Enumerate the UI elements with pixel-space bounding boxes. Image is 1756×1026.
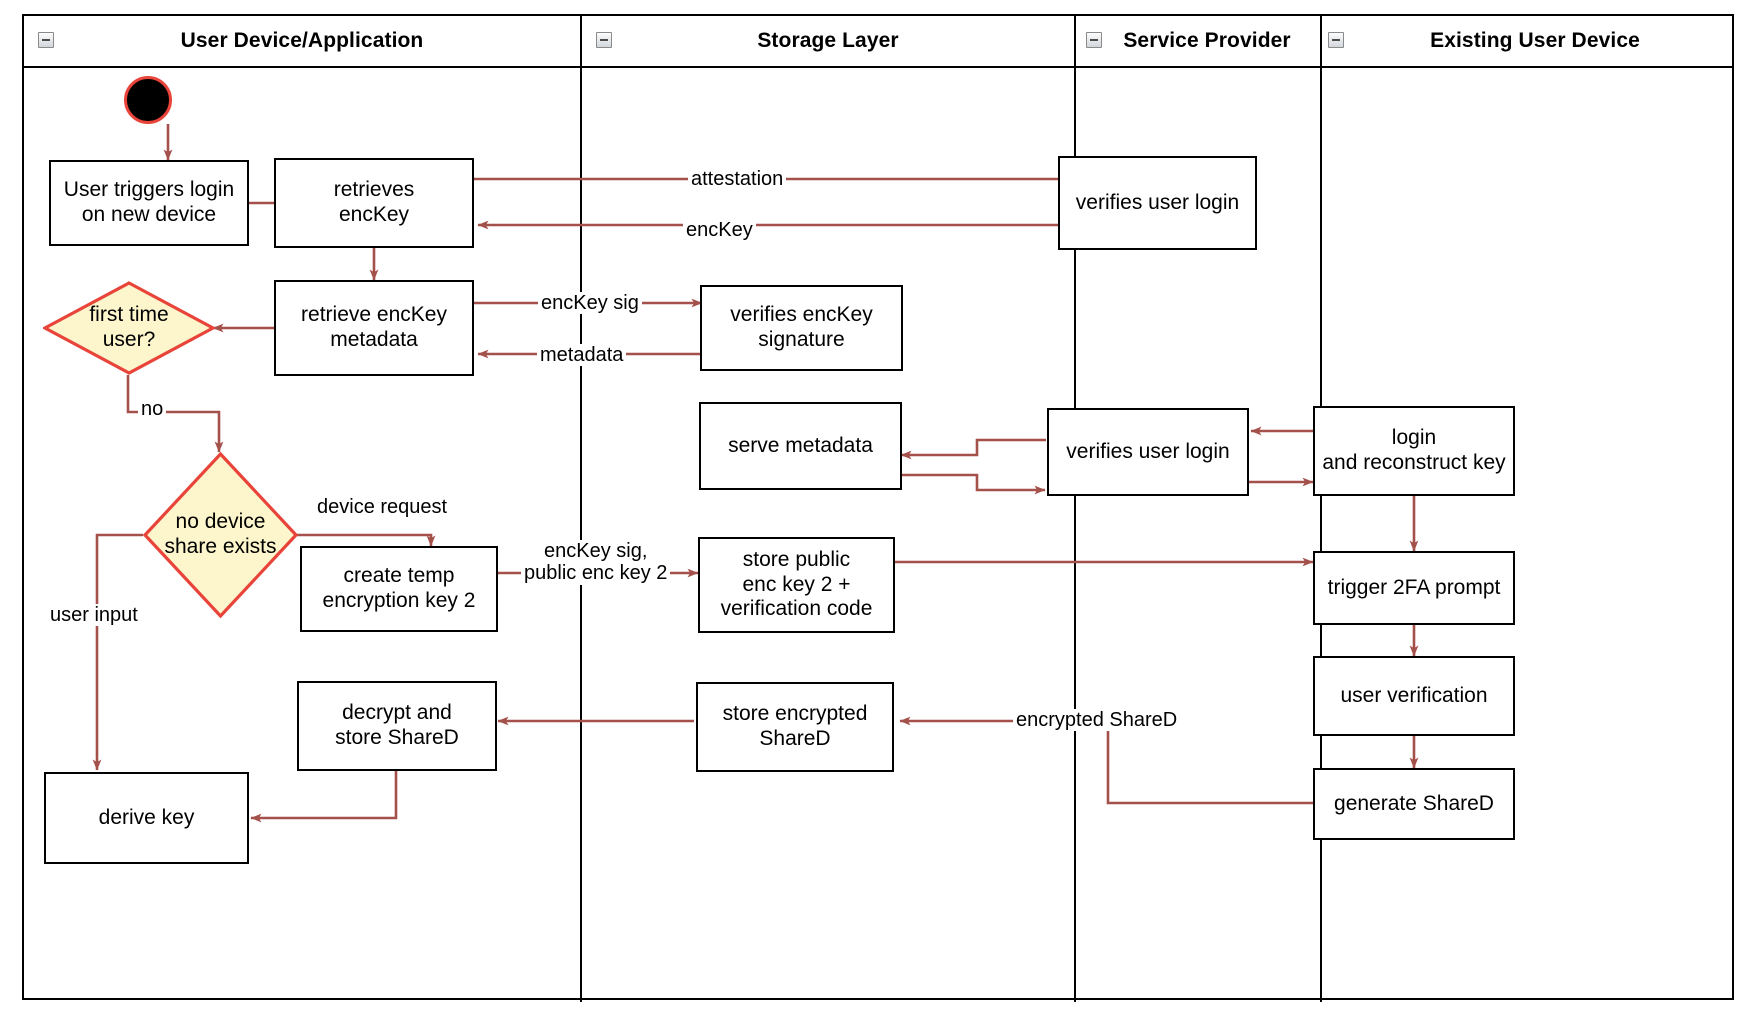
node-store-encrypted[interactable]: store encrypted ShareD (696, 682, 894, 772)
node-verifies-enckey-sig[interactable]: verifies encKey signature (700, 285, 903, 371)
node-label-verifies-enckey-sig: verifies encKey signature (730, 303, 873, 351)
node-user-verification[interactable]: user verification (1313, 656, 1515, 736)
node-store-public-key[interactable]: store public enc key 2 + verification co… (698, 537, 895, 633)
lane-header-existing-user-device[interactable]: Existing User Device (1322, 16, 1732, 66)
decision-shape-no-device-share (143, 452, 298, 618)
edge-label-enckey-sig-pubkey: encKey sig, public enc key 2 (521, 540, 671, 585)
node-user-triggers-login[interactable]: User triggers login on new device (49, 160, 249, 246)
node-verifies-login-2[interactable]: verifies user login (1047, 408, 1249, 496)
edge-label-enckey-sig: encKey sig (538, 292, 642, 315)
minus-box-icon-storage-layer[interactable] (596, 32, 612, 48)
node-verifies-login-1[interactable]: verifies user login (1058, 156, 1257, 250)
node-label-user-verification: user verification (1340, 683, 1488, 707)
lane-title-existing-user-device: Existing User Device (1430, 29, 1640, 52)
edge-label-user-input: user input (47, 604, 141, 627)
lane-divider-1 (580, 16, 582, 1002)
node-label-create-temp-key: create temp encryption key 2 (322, 564, 476, 612)
node-label-generate-shared: generate ShareD (1334, 791, 1494, 815)
decision-shape-first-time-user (43, 281, 215, 375)
node-label-store-public-key: store public enc key 2 + verification co… (720, 547, 873, 621)
edge-label-no: no (138, 398, 167, 421)
node-serve-metadata[interactable]: serve metadata (699, 402, 902, 490)
node-label-retrieve-metadata: retrieve encKey metadata (301, 303, 447, 351)
node-label-user-triggers-login: User triggers login on new device (63, 178, 235, 226)
lane-header-user-device[interactable]: User Device/Application (24, 16, 580, 66)
lane-divider-3 (1320, 16, 1322, 1002)
node-decrypt-store-shared[interactable]: decrypt and store ShareD (297, 681, 497, 771)
edge-label-attestation: attestation (688, 168, 787, 191)
lane-header-storage-layer[interactable]: Storage Layer (582, 16, 1074, 66)
edge-label-metadata: metadata (537, 344, 627, 367)
node-label-verifies-login-1: verifies user login (1075, 190, 1240, 214)
node-retrieve-metadata[interactable]: retrieve encKey metadata (274, 280, 474, 376)
node-label-decrypt-store-shared: decrypt and store ShareD (335, 701, 459, 749)
node-no-device-share[interactable]: no device share exists (143, 452, 298, 618)
minus-box-icon-existing-user-device[interactable] (1328, 32, 1344, 48)
minus-box-icon-user-device[interactable] (38, 32, 54, 48)
node-first-time-user[interactable]: first time user? (43, 281, 215, 375)
minus-box-icon-service-provider[interactable] (1086, 32, 1102, 48)
lane-title-storage-layer: Storage Layer (757, 29, 899, 52)
node-generate-shared[interactable]: generate ShareD (1313, 768, 1515, 840)
edge-label-encrypted-shared: encrypted ShareD (1013, 709, 1181, 732)
edge-label-enckey: encKey (683, 219, 756, 242)
lane-header-service-provider[interactable]: Service Provider (1076, 16, 1320, 66)
node-label-login-reconstruct: login and reconstruct key (1322, 426, 1506, 474)
node-label-serve-metadata: serve metadata (728, 433, 873, 457)
lane-title-user-device: User Device/Application (180, 29, 424, 52)
node-derive-key[interactable]: derive key (44, 772, 249, 864)
node-label-trigger-2fa: trigger 2FA prompt (1327, 575, 1501, 599)
node-label-store-encrypted: store encrypted ShareD (722, 702, 868, 750)
node-create-temp-key[interactable]: create temp encryption key 2 (300, 546, 498, 632)
lane-divider-2 (1074, 16, 1076, 1002)
lane-title-service-provider: Service Provider (1123, 29, 1291, 52)
node-login-reconstruct[interactable]: login and reconstruct key (1313, 406, 1515, 496)
node-label-retrieves-enckey: retrieves encKey (333, 178, 415, 226)
node-retrieves-enckey[interactable]: retrieves encKey (274, 158, 474, 248)
edge-label-device-request: device request (314, 496, 451, 519)
node-label-verifies-login-2: verifies user login (1066, 439, 1230, 463)
start-node[interactable] (124, 76, 172, 124)
header-separator (24, 66, 1732, 68)
node-trigger-2fa[interactable]: trigger 2FA prompt (1313, 551, 1515, 625)
node-label-derive-key: derive key (98, 805, 195, 829)
